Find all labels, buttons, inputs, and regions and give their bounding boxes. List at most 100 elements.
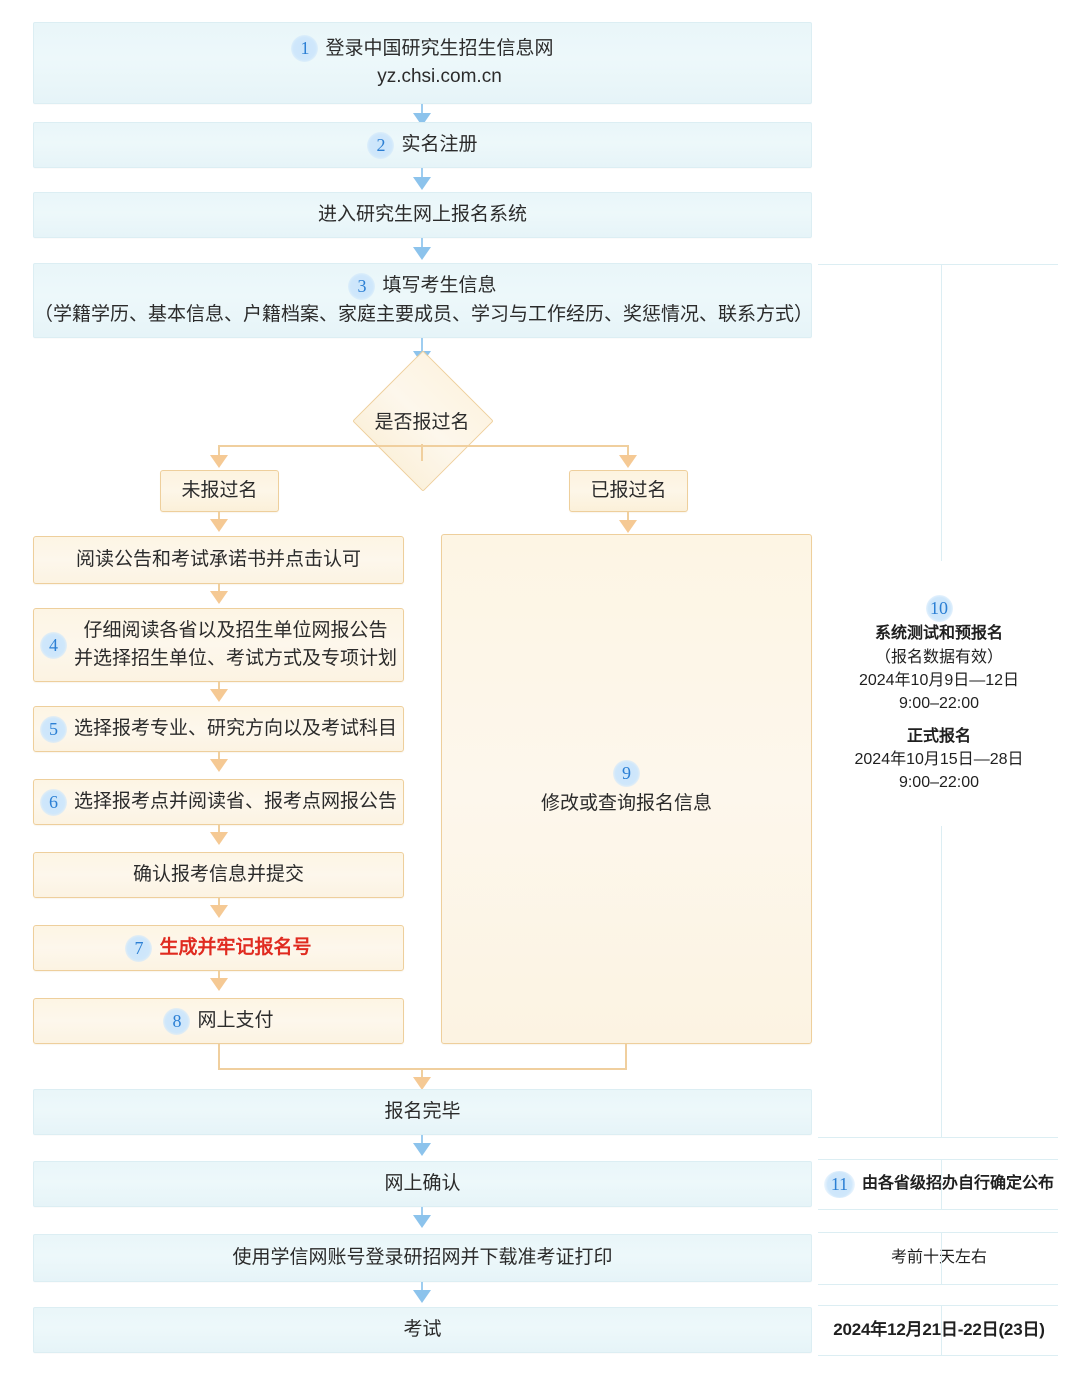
flow-node-generate-registration-number-label: 生成并牢记报名号	[159, 936, 312, 958]
step-badge-7: 7	[125, 934, 153, 962]
timeline-divider-2	[818, 1159, 1058, 1160]
timeline-divider-5	[818, 1284, 1058, 1285]
timeline-divider-4	[818, 1232, 1058, 1233]
step-badge-4: 4	[39, 631, 67, 659]
flow-node-login-line1: 登录中国研究生招生信息网	[325, 37, 554, 59]
branch-node-not-registered-label: 未报过名	[181, 479, 258, 501]
flow-node-read-notice[interactable]: 阅读公告和考试承诺书并点击认可	[33, 536, 404, 584]
timeline-divider-top	[818, 264, 1058, 265]
arrow-left-branch-to-step	[210, 519, 228, 532]
flow-node-online-confirmation-label: 网上确认	[384, 1172, 461, 1194]
flow-node-read-province-notice[interactable]: 4 仔细阅读各省以及招生单位网报公告 并选择招生单位、考试方式及专项计划	[33, 608, 404, 682]
flow-node-login[interactable]: 1 登录中国研究生招生信息网 yz.chsi.com.cn	[33, 22, 812, 104]
flow-node-exam[interactable]: 考试	[33, 1307, 812, 1353]
connector-decision-right	[627, 445, 629, 461]
step-badge-8: 8	[163, 1007, 191, 1035]
arrow-confirm-to-ticket	[413, 1215, 431, 1228]
step-badge-3: 3	[348, 272, 376, 300]
timeline-divider-1	[818, 1137, 1058, 1138]
flow-node-download-admission-ticket[interactable]: 使用学信网账号登录研招网并下载准考证打印	[33, 1234, 812, 1282]
flow-node-fill-candidate-info-title: 填写考生信息	[382, 275, 497, 296]
timeline-schedule-cell: 10 系统测试和预报名 （报名数据有效） 2024年10月9日—12日 9:00…	[820, 590, 1058, 800]
flow-node-confirm-submit[interactable]: 确认报考信息并提交	[33, 852, 404, 898]
branch-node-already-registered[interactable]: 已报过名	[569, 470, 688, 512]
connector-decision-down	[421, 444, 423, 461]
timeline-schedule-date-1: 2024年10月9日—12日	[858, 671, 1020, 689]
flow-node-choose-exam-site-label: 选择报考点并阅读省、报考点网报公告	[73, 790, 397, 812]
connector-decision-split	[219, 445, 629, 447]
connector-info-to-decision	[421, 338, 423, 360]
step-badge-6: 6	[39, 788, 67, 816]
flow-node-fill-candidate-info-detail: （学籍学历、基本信息、户籍档案、家庭主要成员、学习与工作经历、奖惩情况、联系方式…	[34, 303, 814, 325]
flow-node-exam-label: 考试	[403, 1318, 442, 1340]
flow-node-choose-major[interactable]: 5 选择报考专业、研究方向以及考试科目	[33, 706, 404, 752]
flow-node-login-url: yz.chsi.com.cn	[377, 66, 502, 87]
step-badge-11: 11	[823, 1170, 855, 1198]
arrow-s5-s6	[210, 978, 228, 991]
flow-node-fill-candidate-info[interactable]: 3 填写考生信息 （学籍学历、基本信息、户籍档案、家庭主要成员、学习与工作经历、…	[33, 263, 814, 338]
decision-registered-before[interactable]: 是否报过名	[352, 350, 494, 492]
timeline-schedule-time-1: 9:00–22:00	[898, 694, 980, 712]
step-badge-9: 9	[612, 759, 640, 787]
flow-node-enter-system[interactable]: 进入研究生网上报名系统	[33, 192, 812, 238]
timeline-schedule-title-2: 正式报名	[906, 728, 971, 746]
timeline-center-line-row2	[941, 1305, 942, 1355]
arrow-branch-right	[619, 455, 637, 468]
flow-node-online-payment[interactable]: 8 网上支付	[33, 998, 404, 1044]
step-badge-2: 2	[367, 131, 395, 159]
flow-node-choose-exam-site[interactable]: 6 选择报考点并阅读省、报考点网报公告	[33, 779, 404, 825]
arrow-branch-left	[210, 455, 228, 468]
flow-node-modify-query-info[interactable]: 9 修改或查询报名信息	[441, 534, 812, 1044]
arrow-s1-s2	[210, 689, 228, 702]
connector-merge-left	[218, 1044, 220, 1070]
timeline-center-line	[941, 264, 942, 561]
timeline-row-0-text: 由各省级招办自行确定公布	[861, 1175, 1054, 1193]
step-badge-1: 1	[291, 35, 319, 63]
timeline-row-2-text: 2024年12月21日-22日(23日)	[833, 1319, 1045, 1339]
flow-node-realname-register-label: 实名注册	[401, 133, 478, 155]
flow-node-realname-register[interactable]: 2 实名注册	[33, 122, 812, 168]
timeline-row-0: 11 由各省级招办自行确定公布	[820, 1161, 1058, 1207]
arrow-register-to-system	[413, 177, 431, 190]
flow-node-enter-system-label: 进入研究生网上报名系统	[317, 203, 527, 225]
flow-node-modify-query-info-label: 修改或查询报名信息	[540, 793, 712, 814]
flow-node-read-notice-label: 阅读公告和考试承诺书并点击认可	[75, 548, 361, 570]
arrow-complete-to-confirm	[413, 1143, 431, 1156]
step-badge-10: 10	[925, 595, 953, 623]
connector-merge-right	[625, 1044, 627, 1070]
arrow-s2-s3	[210, 759, 228, 772]
arrow-s0-s1	[210, 591, 228, 604]
flow-node-registration-complete[interactable]: 报名完毕	[33, 1089, 812, 1135]
arrow-right-branch-to-box	[619, 520, 637, 533]
connector-merge-down	[421, 1068, 423, 1082]
timeline-row-1: 考前十天左右	[820, 1234, 1058, 1282]
flow-node-download-admission-ticket-label: 使用学信网账号登录研招网并下载准考证打印	[232, 1246, 613, 1268]
flow-node-generate-registration-number[interactable]: 7 生成并牢记报名号	[33, 925, 404, 971]
connector-decision-left	[218, 445, 220, 461]
timeline-row-2: 2024年12月21日-22日(23日)	[820, 1307, 1058, 1353]
timeline-schedule-title-1: 系统测试和预报名	[874, 625, 1003, 643]
arrow-s4-s5	[210, 905, 228, 918]
arrow-ticket-to-exam	[413, 1290, 431, 1303]
timeline-row-1-text: 考前十天左右	[890, 1249, 987, 1267]
flow-node-online-confirmation[interactable]: 网上确认	[33, 1161, 812, 1207]
arrow-s3-s4	[210, 832, 228, 845]
flow-node-read-province-notice-line2: 并选择招生单位、考试方式及专项计划	[73, 648, 397, 669]
step-badge-5: 5	[39, 715, 67, 743]
decision-label: 是否报过名	[374, 411, 470, 433]
branch-node-not-registered[interactable]: 未报过名	[160, 470, 279, 512]
flow-node-read-province-notice-line1: 仔细阅读各省以及招生单位网报公告	[83, 619, 388, 641]
timeline-schedule-date-2: 2024年10月15日—28日	[854, 751, 1024, 769]
timeline-schedule-sub-1: （报名数据有效）	[874, 648, 1003, 666]
branch-node-already-registered-label: 已报过名	[590, 479, 667, 501]
flow-node-registration-complete-label: 报名完毕	[384, 1100, 461, 1122]
timeline-divider-7	[818, 1355, 1058, 1356]
flow-node-confirm-submit-label: 确认报考信息并提交	[132, 863, 304, 885]
timeline-center-line-row1	[941, 1232, 942, 1284]
flow-node-online-payment-label: 网上支付	[197, 1009, 274, 1031]
timeline-divider-3	[818, 1209, 1058, 1210]
timeline-center-line-lower	[941, 826, 942, 1137]
timeline-center-line-row0	[941, 1159, 942, 1209]
flow-node-choose-major-label: 选择报考专业、研究方向以及考试科目	[73, 717, 397, 739]
timeline-divider-6	[818, 1305, 1058, 1306]
